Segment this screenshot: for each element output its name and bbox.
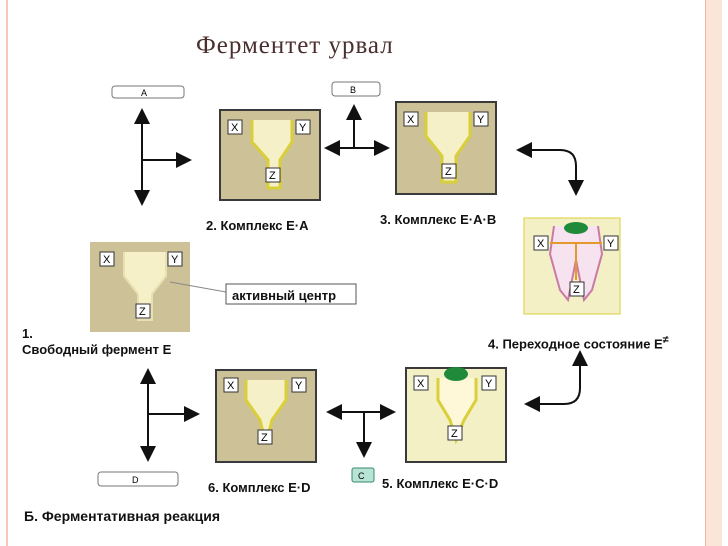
arrows-top-middle: [324, 104, 390, 156]
label-complex-eab: 3. Комплекс E·A·B: [380, 212, 497, 227]
svg-text:X: X: [227, 380, 235, 392]
svg-text:Z: Z: [573, 284, 580, 296]
enzyme-reaction-diagram: A X Y Z B: [90, 81, 621, 487]
free-enzyme-box: X Y Z: [90, 242, 357, 332]
label-free-enzyme: Свободный фермент E: [22, 342, 172, 357]
label-active-center: активный центр: [232, 288, 337, 303]
svg-text:Z: Z: [261, 432, 268, 444]
svg-text:Z: Z: [269, 170, 276, 182]
label-transition-text: 4. Переходное состояние E: [488, 336, 663, 352]
label-transition-sup: ≠: [662, 334, 669, 346]
svg-text:Y: Y: [299, 122, 307, 134]
complex-eab-box: X Y Z: [395, 101, 497, 195]
svg-text:X: X: [407, 114, 415, 126]
svg-text:B: B: [350, 85, 356, 95]
transition-state-box: X Y Z: [523, 217, 621, 315]
arrows-bottom-left: [140, 368, 200, 462]
arrows-top-left: [134, 108, 192, 206]
complex-ecd-box: X Y Z: [405, 367, 507, 463]
svg-text:Y: Y: [295, 380, 303, 392]
label-complex-ea: 2. Комплекс E·A: [206, 218, 309, 233]
left-border: [6, 0, 8, 546]
svg-text:A: A: [141, 88, 147, 98]
svg-text:D: D: [132, 475, 139, 485]
complex-ea-box: X Y Z: [219, 109, 321, 201]
svg-text:Z: Z: [451, 428, 458, 440]
svg-text:Y: Y: [171, 254, 179, 266]
arrow-to-transition: [516, 142, 584, 196]
substrate-c: C: [351, 467, 375, 483]
svg-text:Z: Z: [445, 166, 452, 178]
substrate-b: B: [331, 81, 381, 97]
arrow-from-transition: [524, 350, 588, 412]
label-complex-ecd: 5. Комплекс E·C·D: [382, 476, 499, 491]
svg-text:X: X: [231, 122, 239, 134]
complex-ed-box: X Y Z: [215, 369, 317, 463]
right-border: [705, 0, 722, 546]
svg-text:Z: Z: [139, 306, 146, 318]
label-free-num: 1.: [22, 326, 33, 341]
svg-text:Y: Y: [607, 238, 615, 250]
label-transition: 4. Переходное состояние E≠: [488, 334, 669, 351]
svg-text:Y: Y: [485, 378, 493, 390]
arrows-bottom-middle: [326, 404, 396, 458]
substrate-d: D: [97, 471, 179, 487]
footer-caption: Б. Ферментативная реакция: [24, 508, 221, 524]
svg-text:X: X: [417, 378, 425, 390]
svg-text:C: C: [358, 471, 365, 481]
svg-text:X: X: [103, 254, 111, 266]
svg-text:Y: Y: [477, 114, 485, 126]
substrate-a: A: [111, 85, 185, 99]
label-complex-ed: 6. Комплекс E·D: [208, 480, 311, 495]
page-title: Ферментет урвал: [196, 32, 394, 59]
svg-text:X: X: [537, 238, 545, 250]
